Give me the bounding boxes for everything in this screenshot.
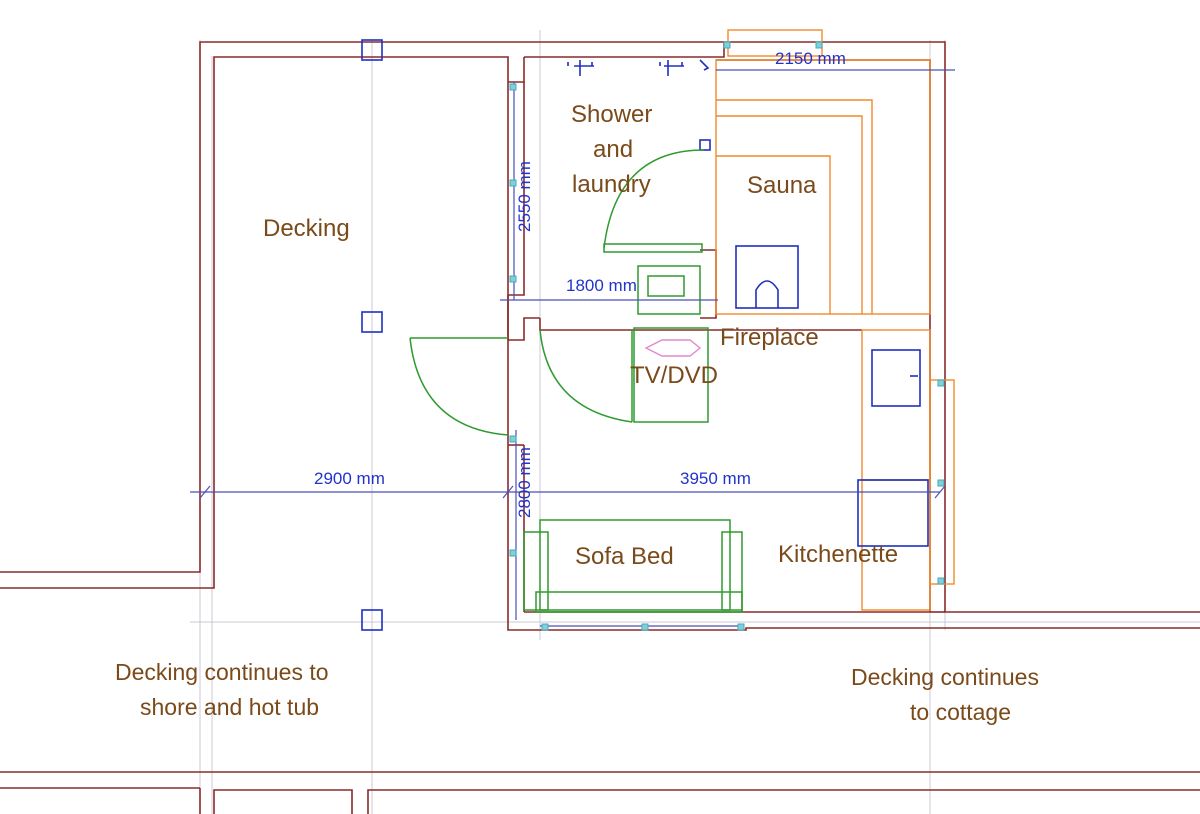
post-middle [361,311,383,333]
note-cottage-line1: Decking continues [851,664,1039,690]
label-kitchenette: Kitchenette [778,541,898,568]
dim-shower-height: 2550 mm [515,161,534,232]
snap-points [509,41,945,631]
note-cottage-line2: to cottage [910,699,1011,725]
support-posts [361,39,383,631]
label-shower-line2: and [593,136,633,163]
post-top [361,39,383,61]
dim-main-width: 3950 mm [680,469,751,488]
post-bottom [361,609,383,631]
label-tv: TV/DVD [630,362,718,389]
note-shore-line1: Decking continues to [115,659,329,685]
furniture [409,149,743,613]
sauna-benches [715,29,955,611]
note-shore-line2: shore and hot tub [140,694,319,720]
dimension-labels: 2150 mm 1800 mm 2900 mm 3950 mm 2550 mm … [314,49,846,518]
label-fireplace: Fireplace [720,324,819,351]
deck-notes: Decking continues to shore and hot tub D… [115,659,1039,725]
sauna-heater [735,245,799,309]
dim-shower-width: 1800 mm [566,276,637,295]
dim-main-height: 2800 mm [515,447,534,518]
label-decking: Decking [263,215,350,242]
label-sauna: Sauna [747,172,817,199]
label-shower-line3: laundry [572,171,651,198]
room-labels: Decking Shower and laundry Sauna Firepla… [263,101,898,570]
dim-top-right: 2150 mm [775,49,846,68]
dim-deck-width: 2900 mm [314,469,385,488]
label-shower-line1: Shower [571,101,652,128]
dimension-lines [190,69,955,627]
kitchen-fixtures [857,349,929,547]
label-sofa: Sofa Bed [575,543,674,570]
shower-fixtures [567,59,711,151]
